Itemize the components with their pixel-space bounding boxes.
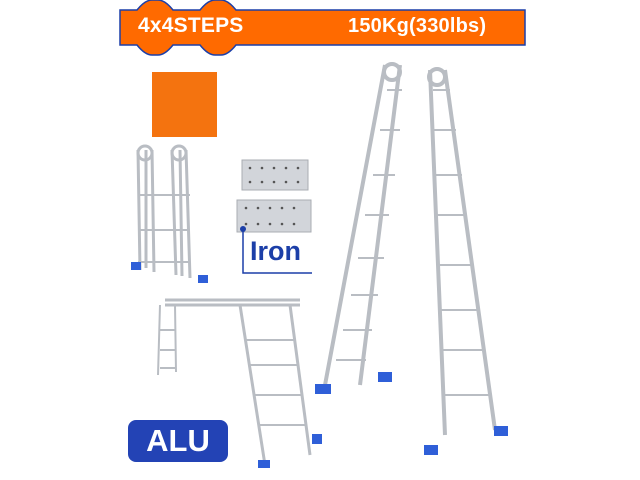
alu-badge: ALU — [128, 420, 228, 462]
folded-ladder-image — [136, 144, 192, 279]
a-frame-ladder-image — [323, 62, 497, 436]
capacity-label: 150Kg(330lbs) — [348, 15, 487, 37]
foot-cap-icon — [258, 460, 270, 468]
banner-background — [119, 0, 526, 56]
foot-cap-icon — [198, 275, 208, 283]
iron-platform-image — [236, 159, 312, 274]
foot-cap-icon — [494, 426, 508, 436]
steps-label: 4x4STEPS — [138, 14, 244, 37]
iron-label: Iron — [250, 236, 301, 266]
foot-cap-icon — [312, 434, 322, 444]
bridge-ladder-image — [157, 298, 312, 466]
foot-cap-icon — [378, 372, 392, 382]
foot-cap-icon — [315, 384, 331, 394]
foot-cap-icon — [131, 262, 141, 270]
foot-cap-icon — [424, 445, 438, 455]
color-swatch — [152, 72, 217, 137]
